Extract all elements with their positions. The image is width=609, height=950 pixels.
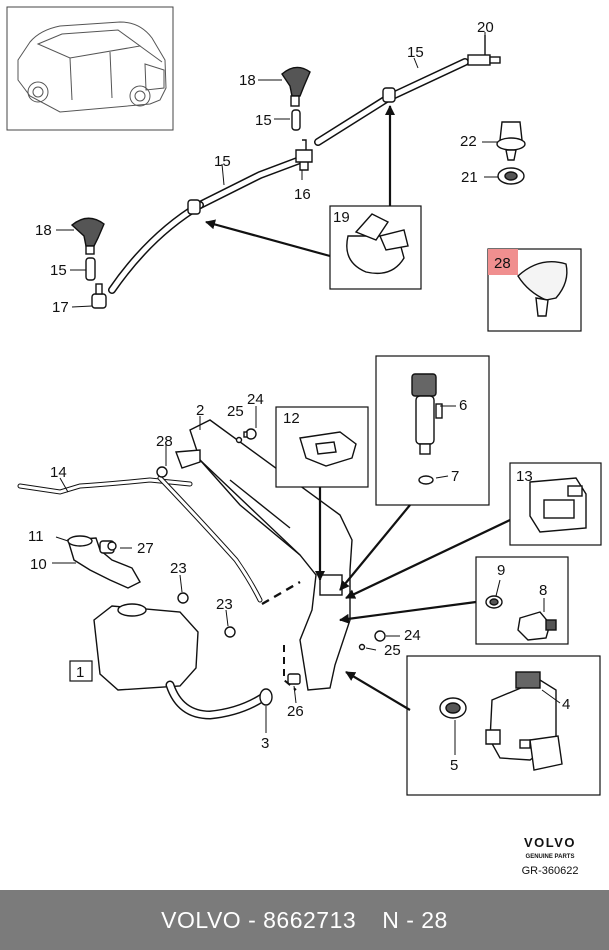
grommet bbox=[497, 167, 525, 185]
washer-tank bbox=[93, 603, 199, 691]
pointer-arrow bbox=[345, 671, 411, 711]
brand-block: VOLVO GENUINE PARTS GR-360622 bbox=[522, 835, 579, 877]
footer-part-number: 8662713 bbox=[263, 906, 357, 933]
detail-box-9-8 bbox=[475, 556, 569, 645]
footer-position-prefix: N bbox=[382, 906, 400, 933]
seal-and-pin-icon bbox=[485, 595, 557, 641]
washer-pump-icon bbox=[439, 671, 563, 771]
pointer-arrow bbox=[339, 504, 411, 591]
callout-21: 21 bbox=[461, 169, 478, 186]
volvo-logo: VOLVO bbox=[524, 835, 576, 850]
callout-22: 22 bbox=[460, 133, 477, 150]
callout-15: 15 bbox=[407, 44, 424, 61]
pointer-arrow bbox=[345, 519, 511, 599]
part-1-frame bbox=[69, 660, 93, 682]
pointer-arrow bbox=[205, 219, 331, 258]
detail-box-28 bbox=[487, 248, 582, 332]
bracket-clip-icon bbox=[299, 431, 357, 467]
detail-box-13 bbox=[509, 462, 602, 546]
callout-18: 18 bbox=[239, 72, 256, 89]
nozzle-left bbox=[70, 217, 105, 255]
callout-23: 23 bbox=[216, 596, 233, 613]
leader-lines bbox=[52, 32, 561, 755]
callout-28: 28 bbox=[156, 433, 173, 450]
callout-28-highlighted: 28 bbox=[494, 255, 511, 272]
callout-18: 18 bbox=[35, 222, 52, 239]
hose-clip bbox=[187, 199, 201, 215]
callout-2: 2 bbox=[196, 402, 204, 419]
callout-20: 20 bbox=[477, 19, 494, 36]
check-valve bbox=[91, 283, 107, 309]
drawing-code: GR-360622 bbox=[522, 865, 579, 877]
callout-9: 9 bbox=[497, 562, 505, 579]
footer-position: 28 bbox=[421, 906, 448, 933]
upper-hose-assembly bbox=[108, 35, 501, 294]
connector-icon bbox=[529, 477, 587, 533]
callout-10: 10 bbox=[30, 556, 47, 573]
callout-15: 15 bbox=[214, 153, 231, 170]
detail-box-pump bbox=[406, 655, 601, 796]
drain-hose bbox=[165, 680, 273, 720]
clip-icon bbox=[346, 213, 409, 275]
retainer-clip bbox=[496, 121, 526, 161]
callout-23: 23 bbox=[170, 560, 187, 577]
hose-lower-left bbox=[108, 201, 204, 294]
callout-24: 24 bbox=[247, 391, 264, 408]
callout-14: 14 bbox=[50, 464, 67, 481]
callout-16: 16 bbox=[294, 186, 311, 203]
filler-neck bbox=[67, 535, 141, 589]
callout-25: 25 bbox=[384, 642, 401, 659]
callout-6: 6 bbox=[459, 397, 467, 414]
callout-4: 4 bbox=[562, 696, 570, 713]
pump-valve-icon bbox=[411, 373, 443, 485]
tee-connector bbox=[295, 139, 313, 171]
footer-manufacturer: VOLVO bbox=[161, 906, 242, 933]
level-sensor-line bbox=[17, 475, 301, 606]
callout-15: 15 bbox=[50, 262, 67, 279]
nozzle-icon bbox=[517, 261, 568, 317]
callout-12: 12 bbox=[283, 410, 300, 427]
callout-17: 17 bbox=[52, 299, 69, 316]
vehicle-locator bbox=[6, 6, 174, 131]
hose-piece bbox=[85, 109, 301, 281]
footer-dash: - bbox=[248, 906, 257, 933]
detail-box-12 bbox=[275, 406, 369, 488]
genuine-parts-tagline: GENUINE PARTS bbox=[526, 854, 575, 860]
highlight-tag bbox=[488, 249, 518, 275]
callout-15: 15 bbox=[255, 112, 272, 129]
callout-25: 25 bbox=[227, 403, 244, 420]
callouts: 20 15 18 15 22 15 16 21 19 18 28 15 17 2… bbox=[28, 19, 570, 774]
pointer-arrow bbox=[339, 600, 477, 624]
parts-diagram: 20 15 18 15 22 15 16 21 19 18 28 15 17 2… bbox=[6, 6, 602, 877]
footer-bar: VOLVO - 8662713 N - 28 bbox=[0, 890, 609, 950]
car-icon bbox=[17, 21, 167, 113]
callout-13: 13 bbox=[516, 468, 533, 485]
reservoir-bracket bbox=[175, 419, 353, 691]
nozzle-top bbox=[281, 66, 311, 107]
hose-clip bbox=[382, 87, 396, 103]
callout-27: 27 bbox=[137, 540, 154, 557]
callout-11: 11 bbox=[28, 528, 44, 545]
callout-3: 3 bbox=[261, 735, 269, 752]
detail-box-19 bbox=[329, 205, 422, 290]
callout-5: 5 bbox=[450, 757, 458, 774]
callout-19: 19 bbox=[333, 209, 350, 226]
callout-8: 8 bbox=[539, 582, 547, 599]
callout-7: 7 bbox=[451, 468, 459, 485]
callout-26: 26 bbox=[287, 703, 304, 720]
footer-dash: - bbox=[406, 906, 415, 933]
callout-1: 1 bbox=[76, 664, 84, 681]
detail-box-6-7 bbox=[375, 355, 490, 506]
callout-24: 24 bbox=[404, 627, 421, 644]
small-fasteners bbox=[107, 428, 386, 685]
end-fitting bbox=[467, 35, 501, 66]
